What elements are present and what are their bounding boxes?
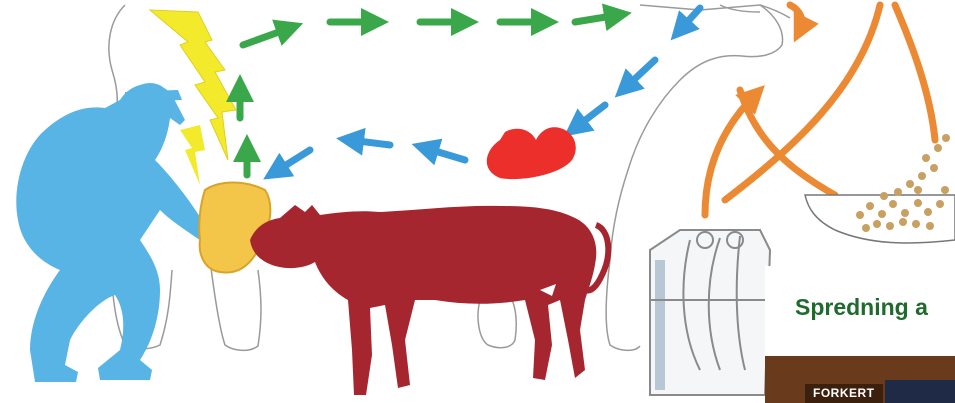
- caption-title: Spredning a: [795, 294, 955, 321]
- person-silhouette: [16, 83, 205, 382]
- orange-arrows: [705, 5, 935, 215]
- forkert-badge: FORKERT: [805, 384, 883, 403]
- banner-stripe: [885, 380, 955, 403]
- lightning-spark-icon: [180, 125, 205, 185]
- milking-machine: [650, 230, 770, 395]
- calf-silhouette: [250, 205, 608, 395]
- bottom-banner: FORKERT: [765, 356, 955, 403]
- caption-panel: Spredning a: [765, 266, 955, 356]
- heart-icon: [487, 127, 576, 179]
